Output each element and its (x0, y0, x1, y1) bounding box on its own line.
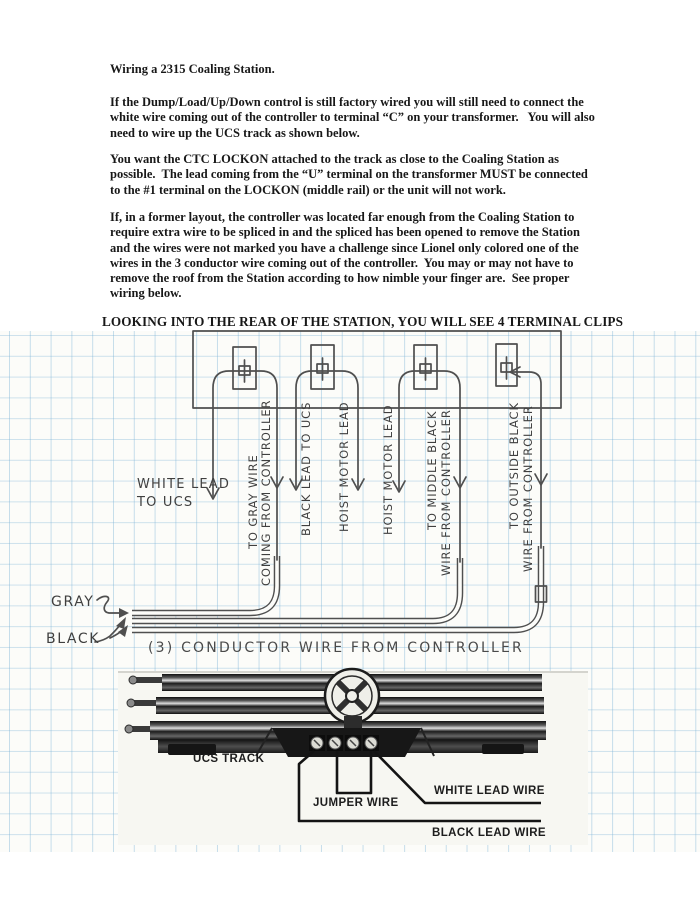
jumper-wire-label: JUMPER WIRE (313, 797, 399, 809)
middle-black-label-line2: WIRE FROM CONTROLLER (439, 409, 453, 576)
terminal-plate (255, 727, 435, 757)
gray-pointer-label: GRAY (51, 594, 95, 610)
terminal-screw-icon (363, 735, 379, 751)
conductor-bundle-label: (3) CONDUCTOR WIRE FROM CONTROLLER (148, 640, 524, 656)
wire-splice-connector (534, 585, 548, 603)
terminal-clip-2 (310, 344, 335, 390)
conductor-bundle-wires (132, 546, 545, 634)
gray-wire-label-line1: TO GRAY WIRE (246, 454, 260, 549)
white-lead-label: WHITE LEAD TO UCS (137, 477, 231, 510)
wire-arrowheads (206, 366, 548, 500)
graph-paper-background (0, 331, 700, 852)
photo-lead-lines (297, 750, 541, 823)
terminal-screw-icon (327, 735, 343, 751)
station-rear-outline (192, 330, 562, 409)
terminal-clip-4 (495, 343, 518, 387)
diagram-heading: LOOKING INTO THE REAR OF THE STATION, YO… (102, 314, 624, 329)
outside-black-label-line2: WIRE FROM CONTROLLER (521, 405, 535, 572)
outside-black-label-line1: TO OUTSIDE BLACK (507, 402, 521, 529)
black-lead-label: BLACK LEAD TO UCS (299, 401, 313, 536)
hoist-motor-lead-label-1: HOIST MOTOR LEAD (337, 401, 351, 532)
arrow-down-icon (453, 476, 467, 489)
gray-wire-label-line2: COMING FROM CONTROLLER (259, 399, 273, 586)
screw-icon (419, 357, 432, 381)
white-lead-wire-line (373, 750, 541, 805)
wire-hoist-and-middle-black (398, 370, 461, 563)
gray-pointer-arrow (96, 595, 129, 618)
page-title: Wiring a 2315 Coaling Station. (110, 62, 275, 76)
screw-icon (500, 356, 513, 380)
ucs-track-label: UCS TRACK (193, 753, 265, 765)
black-lead-wire-label: BLACK LEAD WIRE (432, 827, 546, 839)
arrow-left-icon (509, 366, 521, 378)
arrow-down-icon (351, 478, 365, 491)
wire-black-lead-and-hoist (295, 370, 359, 488)
screw-icon (316, 357, 329, 381)
terminal-screw-icon (309, 735, 325, 751)
black-lead-wire-line (297, 750, 541, 823)
arrow-down-icon (534, 473, 548, 486)
white-lead-wire-label: WHITE LEAD WIRE (434, 785, 545, 797)
magnet-disc (323, 667, 381, 730)
arrow-down-icon (289, 478, 303, 491)
clip-wires (212, 370, 548, 603)
arrow-down-icon (392, 480, 406, 493)
clip-screws (238, 356, 513, 383)
paragraph-3: If, in a former layout, the controller w… (110, 210, 580, 301)
terminal-clip-1 (232, 346, 257, 390)
black-pointer-label: BLACK (46, 631, 101, 647)
black-pointer-arrows (94, 617, 128, 643)
arrow-down-icon (206, 487, 220, 500)
wire-outside-black (512, 371, 542, 549)
hoist-motor-lead-label-2: HOIST MOTOR LEAD (381, 404, 395, 535)
paragraph-1: If the Dump/Load/Up/Down control is stil… (110, 95, 595, 140)
paragraph-2: You want the CTC LOCKON attached to the … (110, 152, 588, 197)
terminal-clip-3 (413, 344, 438, 390)
middle-black-label-line1: TO MIDDLE BLACK (425, 410, 439, 530)
jumper-wire-line (335, 751, 373, 795)
screw-icon (238, 359, 251, 383)
arrow-down-icon (270, 476, 284, 489)
terminal-clips (232, 343, 518, 390)
ucs-track-photo (118, 667, 588, 845)
terminal-screw-icon (345, 735, 361, 751)
